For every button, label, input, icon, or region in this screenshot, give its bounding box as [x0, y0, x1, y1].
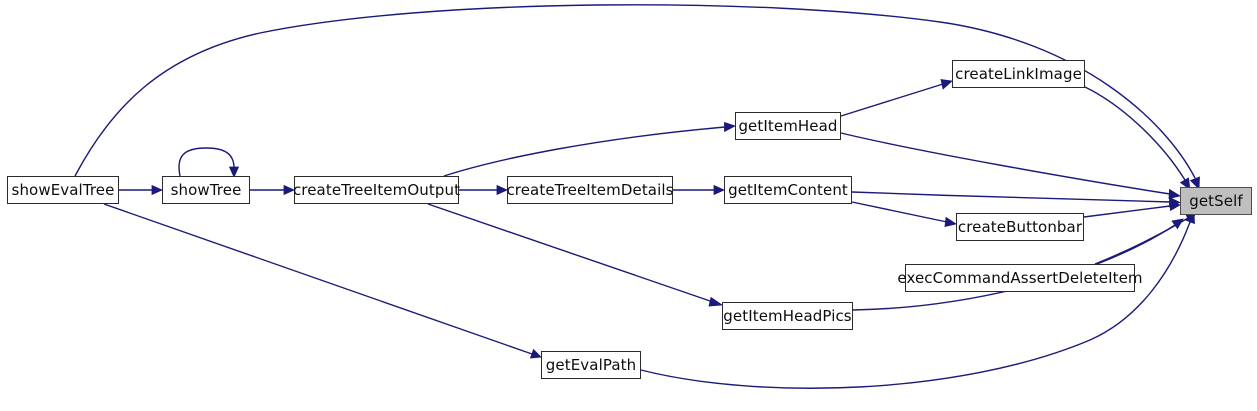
node-label-getItemHead: getItemHead: [738, 116, 838, 135]
edge-createTreeItemDetails-getItemContent: [673, 184, 725, 196]
edge-getItemHead-getSelf: [840, 132, 1182, 200]
edge-createTreeItemOutput-getItemHeadPics: [427, 203, 724, 307]
edge-getEvalPath-getSelf: [640, 211, 1195, 389]
node-getItemContent[interactable]: getItemContent: [724, 176, 852, 204]
node-label-execCommandAssertDeleteItem: execCommandAssertDeleteItem: [897, 268, 1143, 287]
edge-createButtonbar-getSelf: [1083, 200, 1181, 218]
node-execCommandAssertDeleteItem[interactable]: execCommandAssertDeleteItem: [897, 264, 1143, 292]
node-label-createTreeItemOutput: createTreeItemOutput: [292, 180, 461, 199]
node-createButtonbar[interactable]: createButtonbar: [956, 213, 1084, 241]
node-label-getEvalPath: getEvalPath: [545, 355, 637, 374]
edge-showEvalTree-showTree: [119, 184, 163, 196]
edge-createTreeItemOutput-createTreeItemDetails: [459, 184, 508, 196]
node-label-showTree: showTree: [170, 180, 242, 199]
node-createTreeItemOutput[interactable]: createTreeItemOutput: [292, 176, 461, 204]
node-label-createTreeItemDetails: createTreeItemDetails: [506, 180, 674, 199]
edge-showTree-createTreeItemOutput: [250, 184, 295, 196]
node-createTreeItemDetails[interactable]: createTreeItemDetails: [506, 176, 674, 204]
edge-getItemHead-createLinkImage: [840, 79, 953, 117]
node-getSelf[interactable]: getSelf: [1180, 187, 1252, 215]
edge-showTree-showTree-self: [178, 147, 240, 178]
node-label-createButtonbar: createButtonbar: [957, 217, 1083, 236]
node-createLinkImage[interactable]: createLinkImage: [952, 60, 1085, 88]
node-label-getItemHeadPics: getItemHeadPics: [723, 306, 852, 325]
edge-showEvalTree-getEvalPath: [103, 203, 542, 359]
edge-showEvalTree-getSelf: [74, 4, 1200, 190]
node-label-createLinkImage: createLinkImage: [955, 64, 1082, 83]
edge-createLinkImage-getSelf: [1084, 86, 1191, 191]
edge-createTreeItemOutput-getItemHead: [443, 121, 737, 177]
node-showEvalTree[interactable]: showEvalTree: [7, 176, 119, 204]
node-label-getItemContent: getItemContent: [728, 180, 848, 199]
node-label-getSelf: getSelf: [1189, 191, 1243, 210]
edge-getItemContent-getSelf: [851, 191, 1181, 208]
node-showTree[interactable]: showTree: [162, 176, 250, 204]
node-getItemHead[interactable]: getItemHead: [735, 112, 841, 140]
node-getEvalPath[interactable]: getEvalPath: [541, 351, 641, 379]
edge-getItemContent-createButtonbar: [851, 201, 958, 228]
node-getItemHeadPics[interactable]: getItemHeadPics: [722, 302, 853, 330]
node-label-showEvalTree: showEvalTree: [11, 180, 115, 199]
